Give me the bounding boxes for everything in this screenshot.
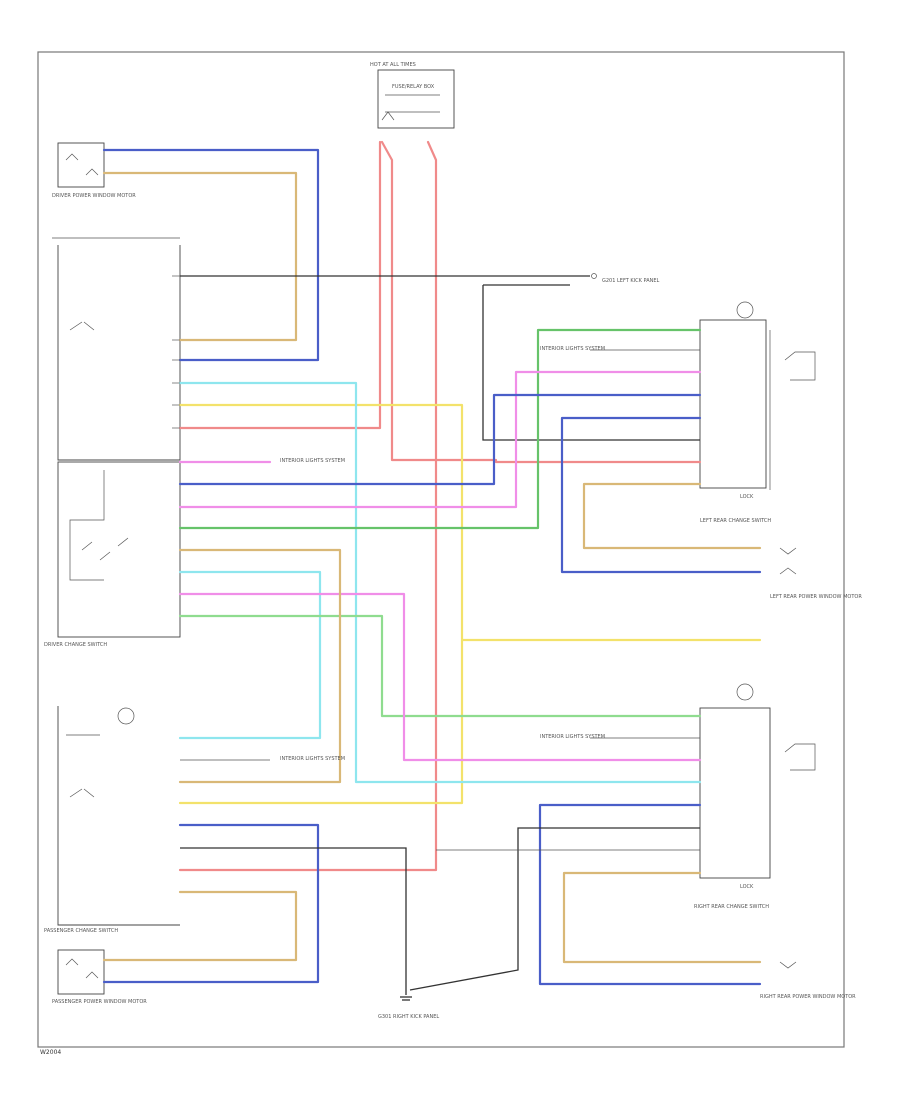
wire-cyan-pass — [178, 570, 322, 740]
wire-blue-lr-motor — [560, 416, 762, 574]
driver-switch-label: DRIVER CHANGE SWITCH — [44, 642, 107, 648]
fuse-box: FUSE/RELAY BOX HOT AT ALL TIMES — [370, 62, 455, 129]
interior-lights-pass: INTERIOR LIGHTS SYSTEM — [280, 756, 345, 762]
interior-lights-rr: INTERIOR LIGHTS SYSTEM — [540, 734, 605, 740]
passenger-switch-label: PASSENGER CHANGE SWITCH — [44, 928, 118, 934]
wire-tan-rr-motor — [562, 871, 762, 964]
wire-black-ground-lr — [482, 285, 700, 441]
passenger-motor-label: PASSENGER POWER WINDOW MOTOR — [52, 999, 147, 1005]
wire-tan-pass-motor — [102, 890, 298, 962]
footer-code: W2004 — [40, 1049, 61, 1056]
lock-label-rr: LOCK — [740, 884, 754, 890]
wire-tan-driver-motor — [102, 171, 298, 342]
wire-black-ground-rr — [409, 827, 700, 991]
driver-motor-label: DRIVER POWER WINDOW MOTOR — [52, 193, 136, 199]
interior-lights-driver: INTERIOR LIGHTS SYSTEM — [280, 458, 345, 464]
ground-symbol-bottom: G301 RIGHT KICK PANEL — [378, 996, 439, 1020]
wire-blue-lr — [178, 393, 702, 486]
wire-bundle — [102, 140, 762, 995]
wire-yellow-main — [178, 403, 464, 805]
passenger-switch: PASSENGER CHANGE SWITCH — [44, 706, 180, 934]
wire-tan-pass — [178, 548, 342, 784]
hot-label: HOT AT ALL TIMES — [370, 62, 416, 68]
wire-red-feed-left — [380, 140, 702, 464]
right-rear-switch-label: RIGHT REAR CHANGE SWITCH — [694, 904, 769, 910]
right-rear-switch: RIGHT REAR CHANGE SWITCH — [694, 683, 816, 910]
left-rear-switch-label: LEFT REAR CHANGE SWITCH — [700, 518, 771, 524]
fuse-box-label: FUSE/RELAY BOX — [392, 84, 435, 90]
driver-switch-pins — [172, 275, 180, 429]
right-rear-motor: RIGHT REAR POWER WINDOW MOTOR — [760, 961, 856, 1000]
driver-motor: DRIVER POWER WINDOW MOTOR — [52, 142, 136, 199]
interior-lights-lr: INTERIOR LIGHTS SYSTEM — [540, 346, 605, 352]
wire-red-feed-driver — [178, 140, 382, 430]
left-rear-motor-label: LEFT REAR POWER WINDOW MOTOR — [770, 594, 862, 600]
wire-cyan-main — [178, 381, 702, 784]
wire-blue-driver-motor — [102, 148, 320, 362]
wire-green-lr — [178, 328, 702, 530]
wire-black-ground-pass — [180, 847, 407, 995]
ground-symbol-top: G201 LEFT KICK PANEL — [591, 273, 660, 284]
wire-tan-lr-motor — [582, 482, 762, 550]
wire-red-feed-right — [178, 140, 438, 872]
wire-pink-rr — [178, 592, 702, 762]
wire-blue-rr-motor — [538, 803, 762, 986]
wire-blue-pass-motor — [102, 823, 320, 984]
left-rear-motor: LEFT REAR POWER WINDOW MOTOR — [770, 547, 862, 600]
driver-switch: DRIVER CHANGE SWITCH — [44, 237, 181, 648]
wire-pink-lr — [178, 370, 702, 509]
passenger-motor: PASSENGER POWER WINDOW MOTOR — [52, 949, 147, 1005]
lock-label-lr: LOCK — [740, 494, 754, 500]
ground-bottom-label: G301 RIGHT KICK PANEL — [378, 1014, 439, 1020]
ground-top-label: G201 LEFT KICK PANEL — [602, 278, 660, 284]
diagram-frame — [37, 51, 845, 1048]
right-rear-motor-label: RIGHT REAR POWER WINDOW MOTOR — [760, 994, 856, 1000]
wire-ltgreen-rr — [178, 614, 702, 718]
left-rear-switch: LEFT REAR CHANGE SWITCH — [699, 301, 816, 524]
